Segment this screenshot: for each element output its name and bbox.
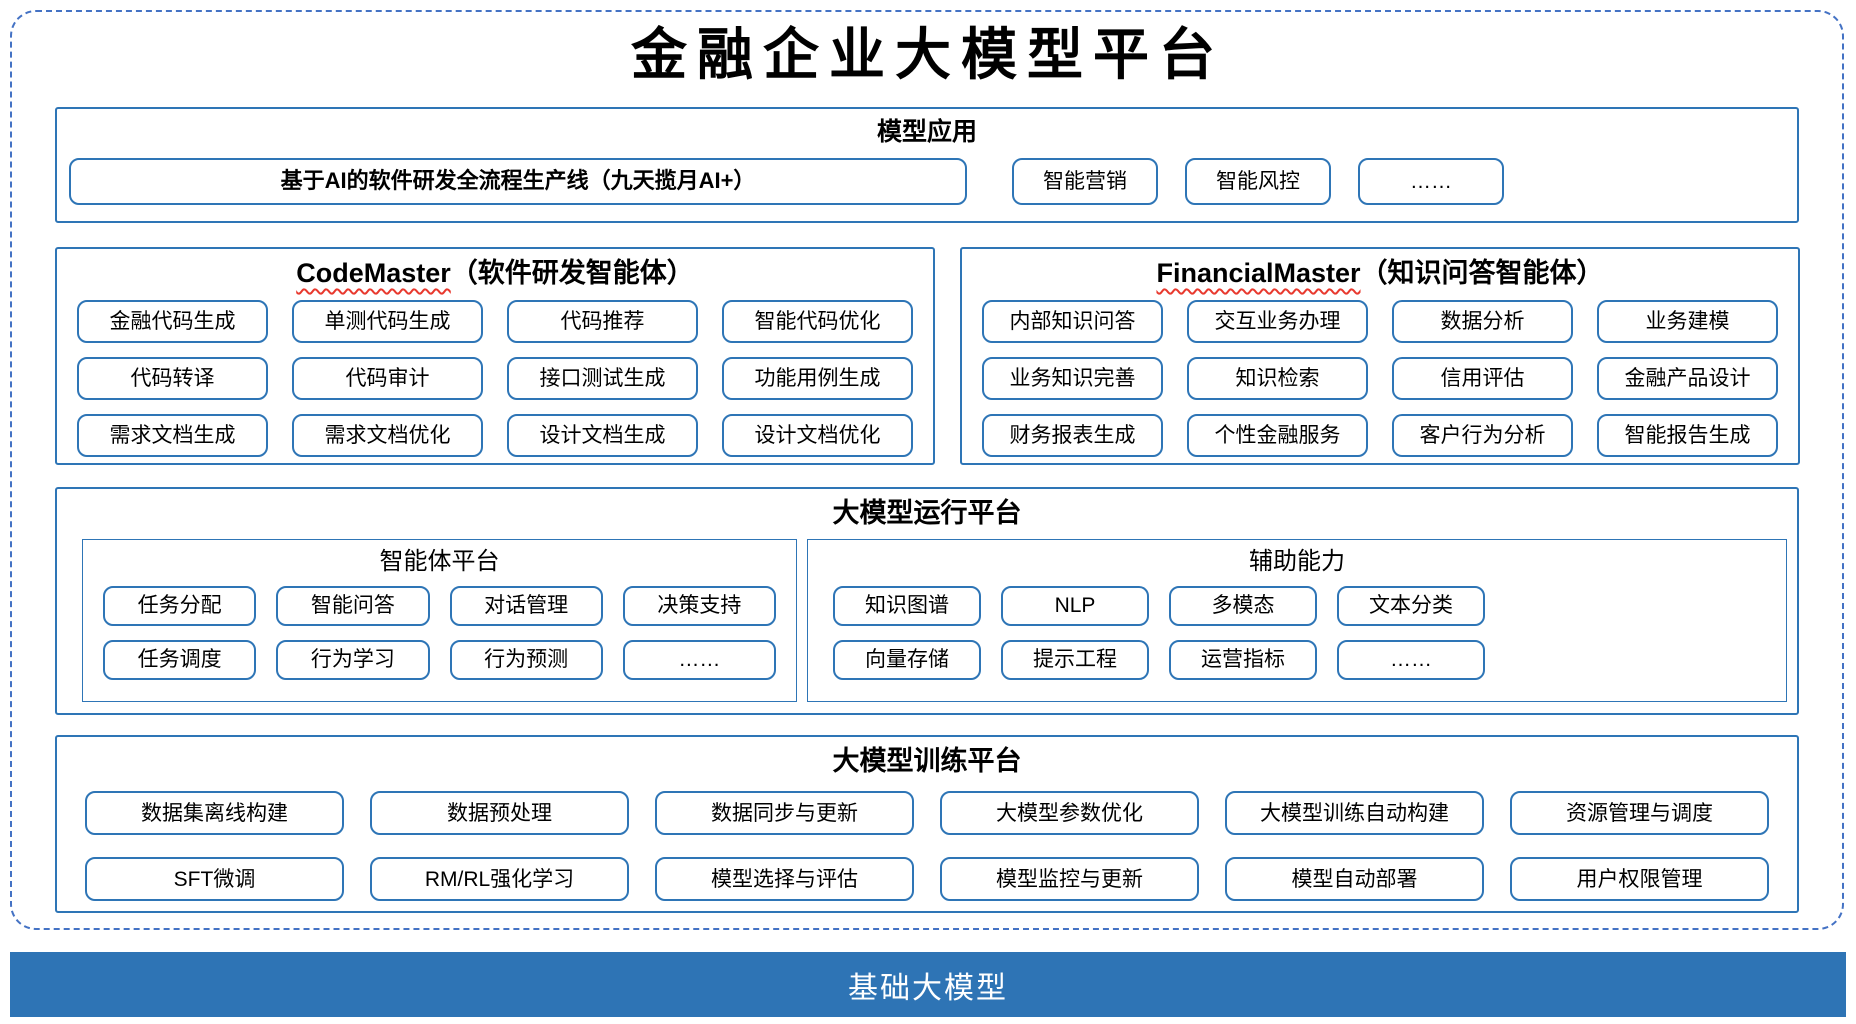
agent-platform-item-ellipsis: …… (622, 639, 776, 680)
aux-ability-title: 辅助能力 (1249, 548, 1345, 575)
codemaster-title-suffix: （软件研发智能体） (450, 258, 694, 288)
section-model-application-title: 模型应用 (876, 118, 977, 146)
model-application-row: 基于AI的软件研发全流程生产线（九天揽月AI+） 智能营销 智能风控 …… (57, 147, 1797, 205)
codemaster-item: 智能代码优化 (722, 300, 913, 344)
agent-platform-item: 任务分配 (103, 585, 257, 626)
training-item: 数据预处理 (370, 791, 629, 836)
financialmaster-item: 知识检索 (1187, 357, 1368, 401)
foundation-model-bar: 基础大模型 (10, 952, 1846, 1017)
training-item: 资源管理与调度 (1510, 791, 1769, 836)
financialmaster-item: 智能报告生成 (1597, 414, 1778, 458)
foundation-model-label: 基础大模型 (848, 971, 1008, 1005)
aux-ability-item-ellipsis: …… (1337, 639, 1485, 680)
financialmaster-item: 业务建模 (1597, 300, 1778, 344)
agent-platform-grid: 任务分配 智能问答 对话管理 决策支持 任务调度 行为学习 行为预测 …… (83, 577, 796, 680)
section-financialmaster-title: FinancialMaster（知识问答智能体） (962, 249, 1798, 289)
platform-dashed-border (10, 10, 1844, 930)
training-item: 数据集离线构建 (85, 791, 344, 836)
codemaster-title-en: CodeMaster (296, 258, 451, 288)
financialmaster-item: 信用评估 (1392, 357, 1573, 401)
codemaster-item: 金融代码生成 (77, 300, 268, 344)
section-codemaster-title: CodeMaster（软件研发智能体） (57, 249, 933, 289)
subsection-aux-ability: 辅助能力 知识图谱 NLP 多模态 文本分类 向量存储 提示工程 运营指标 …… (807, 539, 1787, 702)
section-training-title: 大模型训练平台 (832, 746, 1022, 776)
training-grid: 数据集离线构建 数据预处理 数据同步与更新 大模型参数优化 大模型训练自动构建 … (57, 777, 1797, 902)
training-item: 模型监控与更新 (940, 857, 1199, 902)
training-item: RM/RL强化学习 (370, 857, 629, 902)
codemaster-item: 单测代码生成 (292, 300, 483, 344)
section-codemaster: CodeMaster（软件研发智能体） 金融代码生成 单测代码生成 代码推荐 智… (55, 247, 935, 465)
agent-platform-title: 智能体平台 (379, 548, 500, 575)
codemaster-item: 代码审计 (292, 357, 483, 401)
aux-ability-item: 运营指标 (1169, 639, 1317, 680)
app-box-ellipsis: …… (1358, 158, 1504, 205)
aux-ability-item: 提示工程 (1001, 639, 1149, 680)
codemaster-item: 设计文档优化 (722, 414, 913, 458)
app-box-ai-software-pipeline: 基于AI的软件研发全流程生产线（九天揽月AI+） (69, 158, 967, 205)
financialmaster-item: 交互业务办理 (1187, 300, 1368, 344)
training-item: SFT微调 (85, 857, 344, 902)
codemaster-item: 设计文档生成 (507, 414, 698, 458)
section-runtime-title: 大模型运行平台 (832, 498, 1022, 528)
app-box-smart-risk-control: 智能风控 (1185, 158, 1331, 205)
section-runtime-platform: 大模型运行平台 智能体平台 任务分配 智能问答 对话管理 决策支持 任务调度 行… (55, 487, 1799, 715)
subsection-agent-platform: 智能体平台 任务分配 智能问答 对话管理 决策支持 任务调度 行为学习 行为预测… (82, 539, 797, 702)
financialmaster-item: 业务知识完善 (982, 357, 1163, 401)
section-model-application: 模型应用 基于AI的软件研发全流程生产线（九天揽月AI+） 智能营销 智能风控 … (55, 107, 1799, 223)
app-box-smart-marketing: 智能营销 (1012, 158, 1158, 205)
agent-platform-item: 决策支持 (622, 585, 776, 626)
aux-ability-grid: 知识图谱 NLP 多模态 文本分类 向量存储 提示工程 运营指标 …… (808, 577, 1786, 680)
training-item: 模型自动部署 (1225, 857, 1484, 902)
financialmaster-item: 客户行为分析 (1392, 414, 1573, 458)
agent-platform-item: 行为预测 (449, 639, 603, 680)
agent-platform-item: 任务调度 (103, 639, 257, 680)
financialmaster-grid: 内部知识问答 交互业务办理 数据分析 业务建模 业务知识完善 知识检索 信用评估… (962, 289, 1798, 458)
training-item: 大模型参数优化 (940, 791, 1199, 836)
agent-platform-item: 对话管理 (449, 585, 603, 626)
aux-ability-item: 文本分类 (1337, 585, 1485, 626)
aux-ability-item: 知识图谱 (833, 585, 981, 626)
codemaster-item: 代码推荐 (507, 300, 698, 344)
aux-ability-item: 向量存储 (833, 639, 981, 680)
financialmaster-item: 金融产品设计 (1597, 357, 1778, 401)
aux-ability-item: 多模态 (1169, 585, 1317, 626)
training-item: 用户权限管理 (1510, 857, 1769, 902)
page-title: 金融企业大模型平台 (631, 22, 1225, 88)
section-training-platform: 大模型训练平台 数据集离线构建 数据预处理 数据同步与更新 大模型参数优化 大模… (55, 735, 1799, 913)
financialmaster-item: 个性金融服务 (1187, 414, 1368, 458)
financialmaster-item: 数据分析 (1392, 300, 1573, 344)
training-item: 模型选择与评估 (655, 857, 914, 902)
section-financialmaster: FinancialMaster（知识问答智能体） 内部知识问答 交互业务办理 数… (960, 247, 1800, 465)
training-item: 大模型训练自动构建 (1225, 791, 1484, 836)
codemaster-item: 代码转译 (77, 357, 268, 401)
aux-ability-item: NLP (1001, 585, 1149, 626)
financialmaster-title-en: FinancialMaster (1156, 258, 1361, 288)
financialmaster-item: 内部知识问答 (982, 300, 1163, 344)
codemaster-item: 接口测试生成 (507, 357, 698, 401)
training-item: 数据同步与更新 (655, 791, 914, 836)
codemaster-item: 需求文档生成 (77, 414, 268, 458)
agent-platform-item: 行为学习 (276, 639, 430, 680)
codemaster-grid: 金融代码生成 单测代码生成 代码推荐 智能代码优化 代码转译 代码审计 接口测试… (57, 289, 933, 458)
financialmaster-title-suffix: （知识问答智能体） (1360, 258, 1604, 288)
financialmaster-item: 财务报表生成 (982, 414, 1163, 458)
agent-platform-item: 智能问答 (276, 585, 430, 626)
codemaster-item: 需求文档优化 (292, 414, 483, 458)
codemaster-item: 功能用例生成 (722, 357, 913, 401)
